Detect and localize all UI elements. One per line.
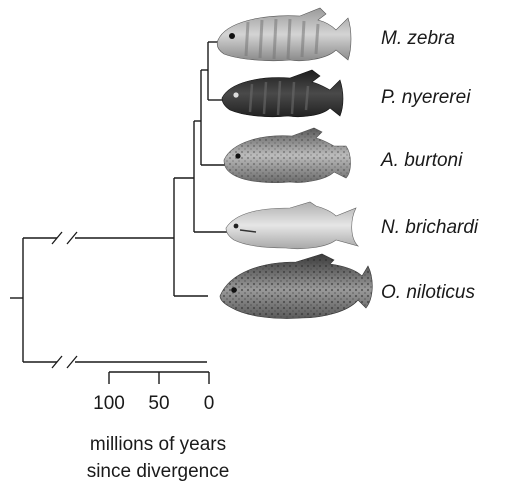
axis-title: millions of years since divergence [48, 431, 268, 485]
axis-title-line-2: since divergence [48, 458, 268, 485]
axis-tick-label-100: 100 [87, 393, 131, 415]
tree-branches [10, 42, 230, 362]
species-label-n-brichardi: N. brichardi [381, 217, 478, 239]
axis-title-line-1: millions of years [48, 431, 268, 458]
axis-tick-label-50: 50 [137, 393, 181, 415]
fish-p-nyererei-icon [222, 70, 343, 117]
fish-o-niloticus-icon [220, 254, 372, 319]
time-scale-axis [109, 372, 209, 384]
axis-tick-label-0: 0 [187, 393, 231, 415]
fish-n-brichardi-icon [226, 202, 358, 249]
species-label-p-nyererei: P. nyererei [381, 87, 470, 109]
species-label-o-niloticus: O. niloticus [381, 282, 475, 304]
species-label-m-zebra: M. zebra [381, 28, 455, 50]
branch-break-marks [52, 232, 77, 368]
species-label-a-burtoni: A. burtoni [381, 150, 462, 172]
fish-m-zebra-icon [217, 8, 351, 61]
fish-a-burtoni-icon [224, 128, 351, 183]
